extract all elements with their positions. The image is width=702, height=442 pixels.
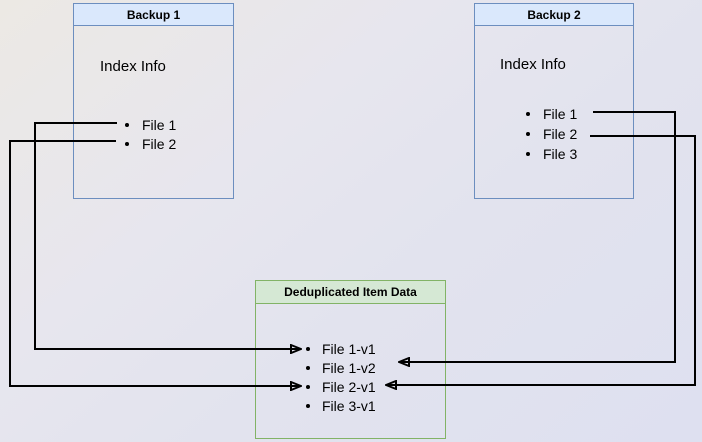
bullet-icon [526,152,530,156]
list-item: File 3-v1 [306,396,376,415]
list-item: File 1 [526,104,577,124]
file-label: File 2-v1 [322,378,376,395]
backup2-title: Backup 2 [475,4,633,26]
backup1-title: Backup 1 [74,4,233,26]
bullet-icon [526,132,530,136]
bullet-icon [306,403,310,408]
list-item: File 2 [125,134,176,153]
file-label: File 2 [543,126,578,142]
dedup-item-list: File 1-v1 File 1-v2 File 2-v1 File 3-v1 [306,339,376,415]
file-label: File 3-v1 [322,397,376,414]
file-label: File 1 [543,106,578,122]
file-label: File 1-v1 [322,340,376,357]
backup1-file-list: File 1 File 2 [125,115,176,153]
backup2-index-info-label: Index Info [500,56,566,73]
dedup-title: Deduplicated Item Data [256,281,445,304]
bullet-icon [526,112,530,116]
list-item: File 1-v1 [306,339,376,358]
backup1-index-info-label: Index Info [100,58,166,75]
list-item: File 3 [526,144,577,164]
bullet-icon [306,384,310,389]
backup2-file-list: File 1 File 2 File 3 [526,104,577,164]
bullet-icon [125,141,129,146]
backup1-node: Backup 1 [73,3,234,199]
list-item: File 1-v2 [306,358,376,377]
list-item: File 2-v1 [306,377,376,396]
file-label: File 1-v2 [322,359,376,376]
bullet-icon [306,346,310,351]
bullet-icon [125,122,129,127]
list-item: File 1 [125,115,176,134]
backup2-node: Backup 2 [474,3,634,199]
file-label: File 1 [142,116,177,133]
file-label: File 3 [543,146,578,162]
list-item: File 2 [526,124,577,144]
bullet-icon [306,365,310,370]
file-label: File 2 [142,135,177,152]
